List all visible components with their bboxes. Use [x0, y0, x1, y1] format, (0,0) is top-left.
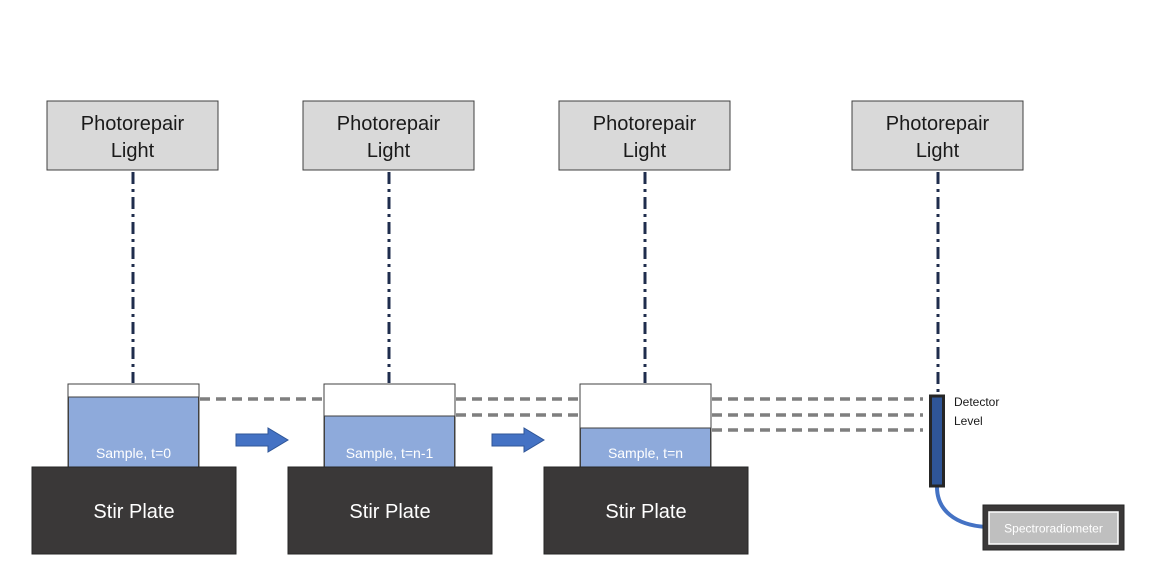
sample-label: Sample, t=n-1 [346, 445, 434, 461]
stir-plate-label: Stir Plate [93, 501, 174, 523]
light-label-line2: Light [916, 140, 960, 162]
sample-label: Sample, t=n [608, 445, 683, 461]
spectroradiometer-label: Spectroradiometer [1004, 522, 1103, 536]
light-label-line1: Photorepair [81, 113, 185, 135]
sample-liquid [580, 427, 711, 468]
detector-cable [935, 486, 987, 529]
stir-plate-label: Stir Plate [605, 501, 686, 523]
progress-arrow-2 [491, 427, 545, 453]
detector-station: Photorepair Light Detector Level Spectro… [851, 100, 1125, 551]
photorepair-light-box [558, 100, 731, 171]
light-label-line2: Light [623, 140, 667, 162]
photorepair-light-box [46, 100, 219, 171]
sample-liquid [324, 415, 455, 468]
detector-probe [929, 394, 945, 488]
detector-level-label-line2: Level [954, 414, 983, 428]
stir-plate-label: Stir Plate [349, 501, 430, 523]
detector-level-label-line1: Detector [954, 395, 999, 409]
stir-plate [287, 466, 493, 555]
progress-arrow-1 [235, 427, 289, 453]
level-lines [200, 397, 923, 432]
light-label-line1: Photorepair [337, 113, 441, 135]
spectroradiometer-screen [988, 511, 1119, 545]
station-3: Photorepair Light Sample, t=n Stir Plate [543, 100, 749, 555]
station-1: Photorepair Light Sample, t=0 Stir Plate [31, 100, 237, 555]
station-2: Photorepair Light Sample, t=n-1 Stir Pla… [287, 100, 493, 555]
stir-plate [31, 466, 237, 555]
sample-liquid [68, 396, 199, 468]
light-label-line1: Photorepair [593, 113, 697, 135]
photorepair-light-box [851, 100, 1024, 171]
photorepair-light-box [302, 100, 475, 171]
light-label-line2: Light [367, 140, 411, 162]
light-label-line2: Light [111, 140, 155, 162]
light-label-line1: Photorepair [886, 113, 990, 135]
sample-label: Sample, t=0 [96, 445, 171, 461]
stir-plate [543, 466, 749, 555]
